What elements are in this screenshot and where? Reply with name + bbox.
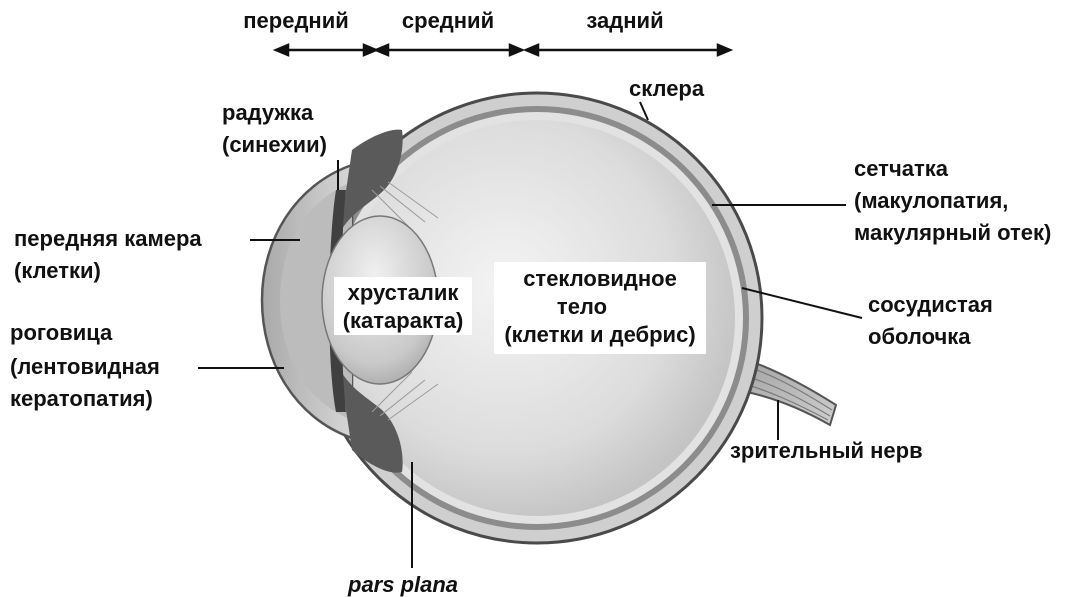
sclera-label: склера — [629, 76, 705, 101]
choroid-label-line1: сосудистая — [868, 292, 993, 317]
segment-posterior-label: задний — [586, 8, 663, 33]
anterior-chamber-label-line1: передняя камера — [14, 226, 202, 251]
retina-label-line3: макулярный отек) — [854, 220, 1051, 245]
vitreous-label-line3: (клетки и дебрис) — [504, 322, 695, 347]
pars-plana-label: pars plana — [347, 572, 458, 597]
lens-label-line1: хрусталик — [348, 280, 460, 305]
choroid-label-line2: оболочка — [868, 324, 971, 349]
anterior-chamber-label-line2: (клетки) — [14, 258, 101, 283]
segment-arrows — [276, 45, 730, 55]
vitreous-label-line1: стекловидное — [523, 266, 677, 291]
vitreous-label-line2: тело — [557, 294, 607, 319]
segment-middle-label: средний — [402, 8, 494, 33]
retina-label-line2: (макулопатия, — [854, 188, 1008, 213]
iris-label-line1: радужка — [222, 100, 314, 125]
lens-label-line2: (катаракта) — [343, 308, 464, 333]
segment-anterior-label: передний — [243, 8, 349, 33]
cornea-label-line3: кератопатия) — [10, 386, 153, 411]
retina-label-line1: сетчатка — [854, 156, 949, 181]
cornea-label-line1: роговица — [10, 320, 113, 345]
iris-label-line2: (синехии) — [222, 132, 327, 157]
cornea-label-line2: (лентовидная — [10, 354, 160, 379]
optic-nerve-label: зрительный нерв — [730, 438, 923, 463]
